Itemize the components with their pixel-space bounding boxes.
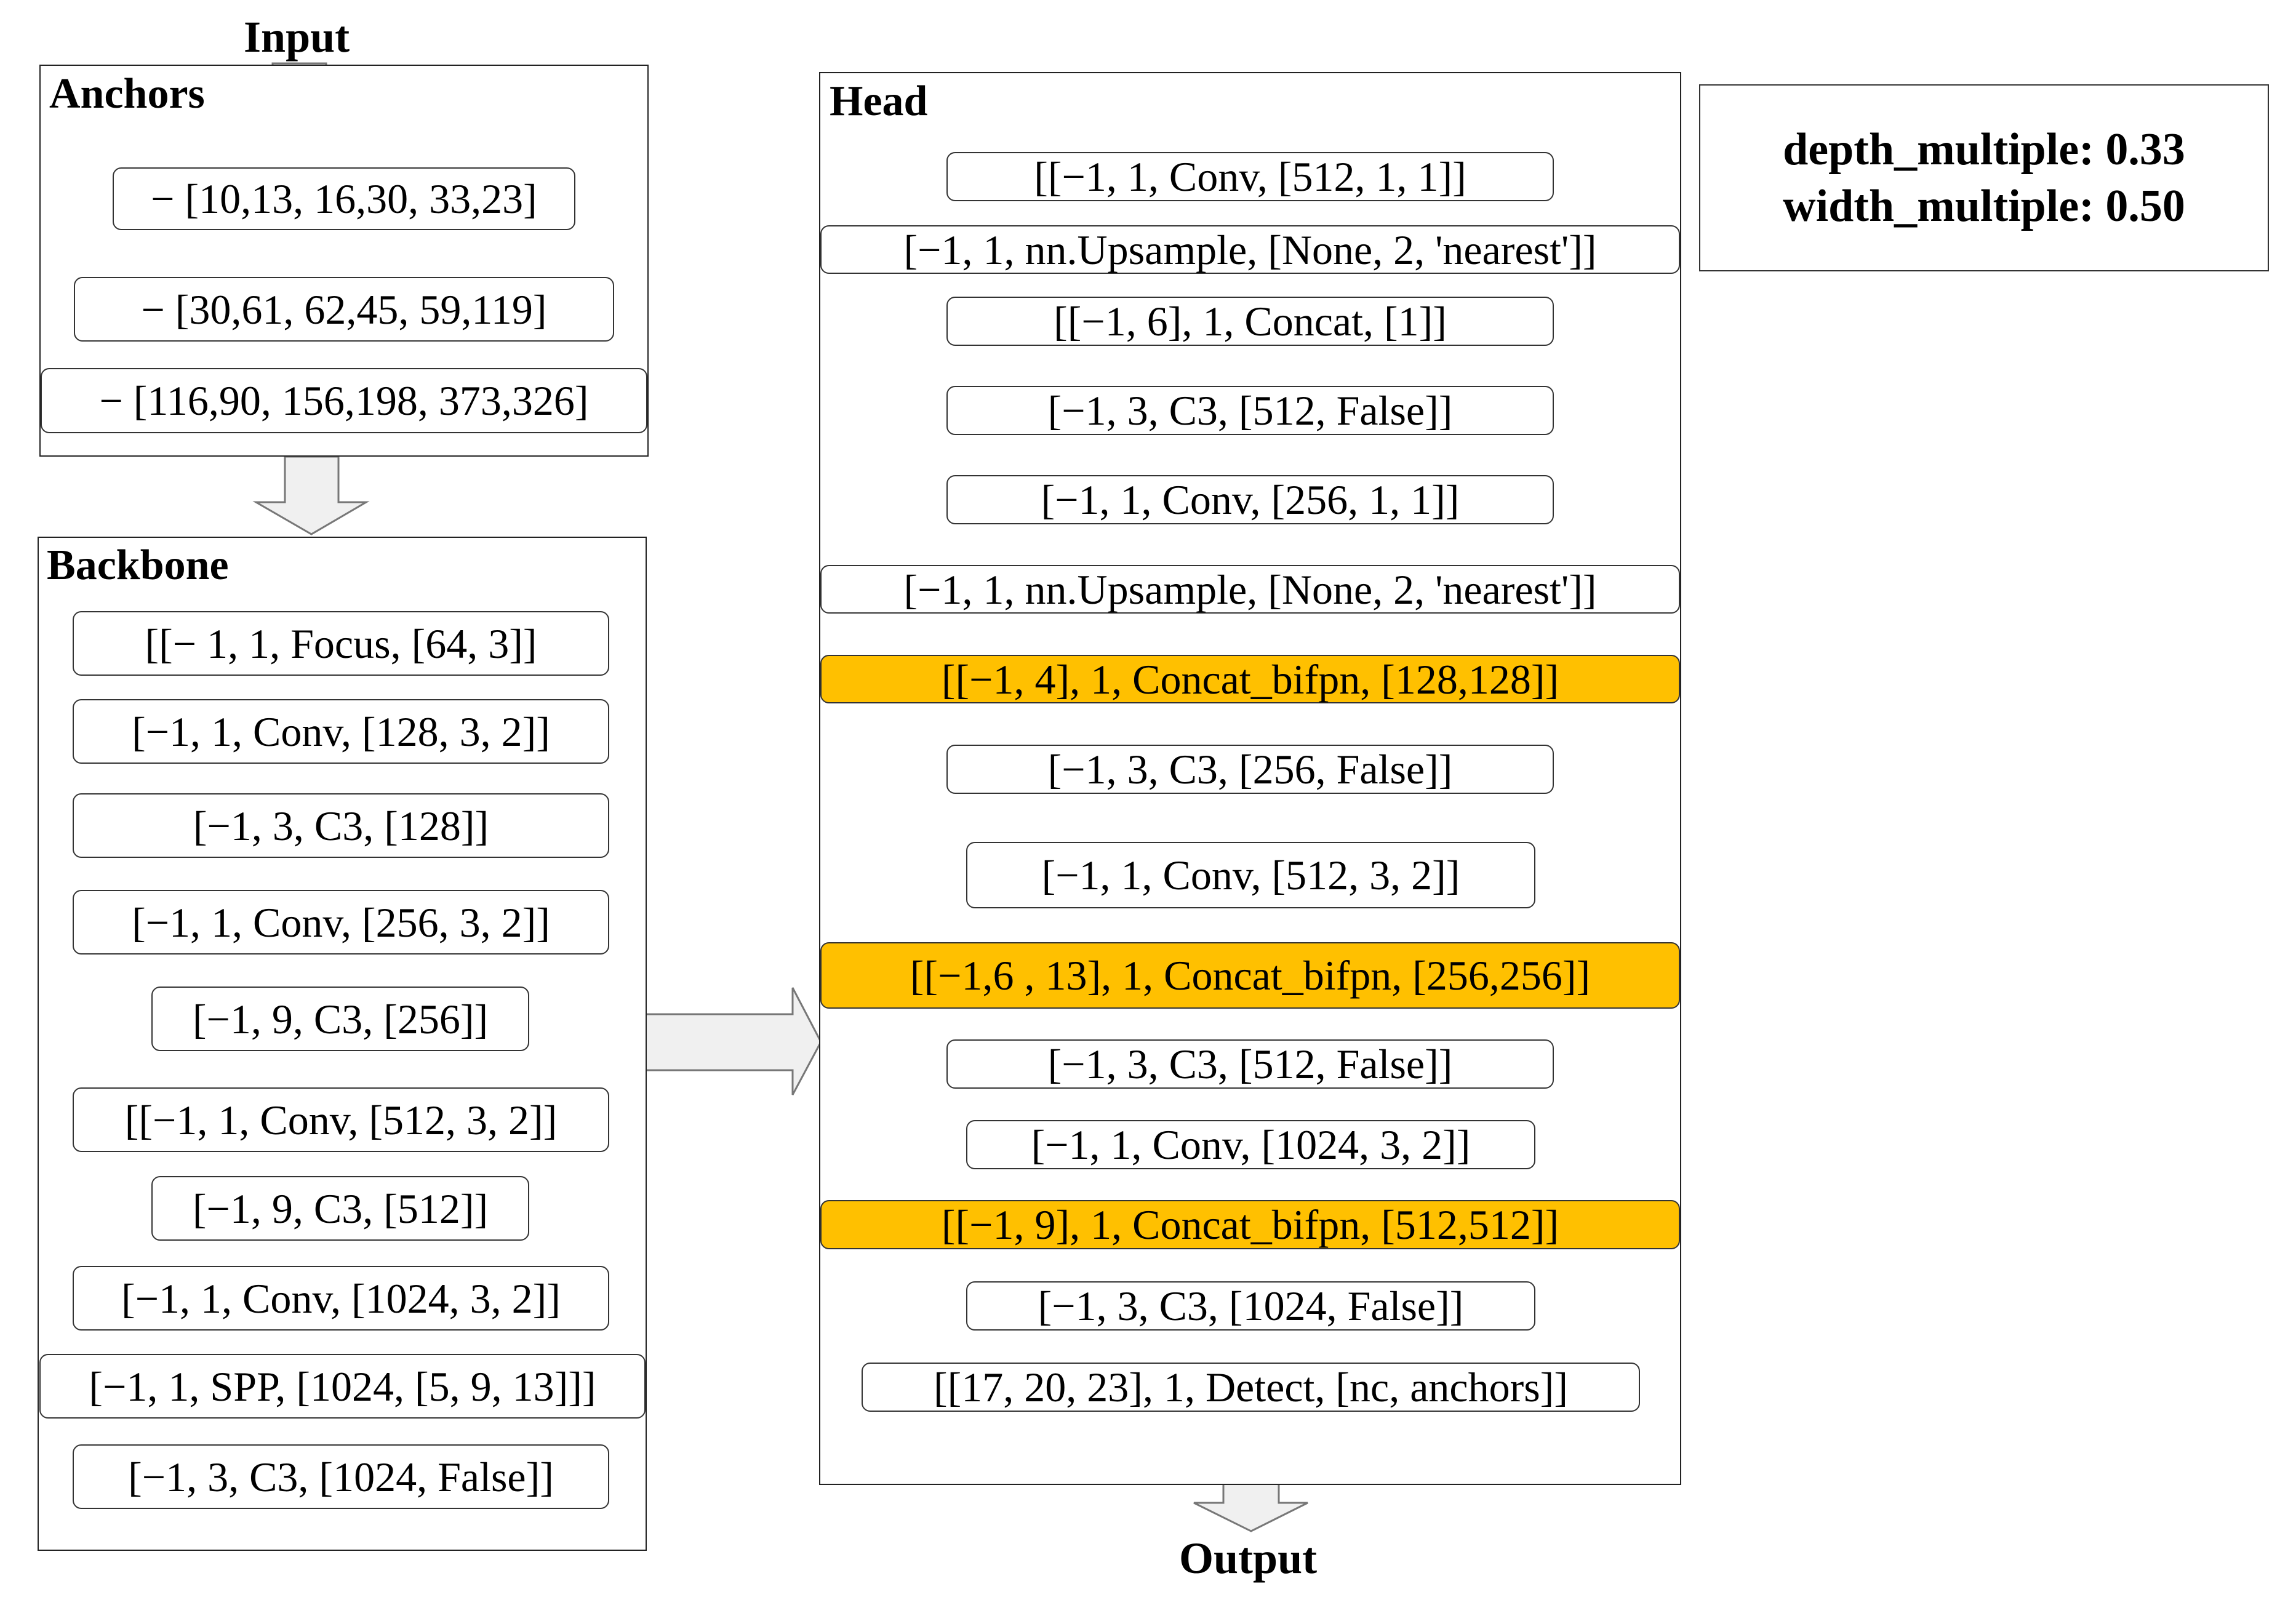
- head-layer-bifpn: [[−1, 9], 1, Concat_bifpn, [512,512]]: [820, 1200, 1680, 1249]
- backbone-layer: [−1, 3, C3, [128]]: [73, 793, 609, 858]
- anchor-item: − [10,13, 16,30, 33,23]: [113, 167, 575, 230]
- input-label: Input: [244, 12, 350, 62]
- head-layer: [−1, 1, Conv, [512, 3, 2]]: [966, 842, 1535, 908]
- head-layer: [−1, 3, C3, [512, False]]: [946, 1039, 1554, 1089]
- backbone-layer: [[− 1, 1, Focus, [64, 3]]: [73, 611, 609, 676]
- anchors-title: Anchors: [49, 70, 205, 118]
- backbone-layer: [−1, 3, C3, [1024, False]]: [73, 1444, 609, 1509]
- anchor-item: − [116,90, 156,198, 373,326]: [41, 368, 647, 433]
- backbone-layer: [−1, 1, Conv, [256, 3, 2]]: [73, 890, 609, 955]
- multipliers-box: depth_multiple: 0.33 width_multiple: 0.5…: [1699, 84, 2269, 271]
- depth-multiple: depth_multiple: 0.33: [1783, 124, 2185, 175]
- head-layer: [−1, 3, C3, [512, False]]: [946, 386, 1554, 435]
- head-layer: [[17, 20, 23], 1, Detect, [nc, anchors]]: [862, 1363, 1640, 1412]
- backbone-to-head-arrow: [642, 987, 822, 1095]
- head-layer-bifpn: [[−1, 4], 1, Concat_bifpn, [128,128]]: [820, 655, 1680, 703]
- backbone-layer: [−1, 1, Conv, [1024, 3, 2]]: [73, 1266, 609, 1331]
- width-multiple: width_multiple: 0.50: [1783, 181, 2185, 231]
- head-layer: [[−1, 6], 1, Concat, [1]]: [946, 297, 1554, 346]
- backbone-title: Backbone: [47, 542, 229, 589]
- head-layer: [−1, 3, C3, [1024, False]]: [966, 1281, 1535, 1331]
- backbone-layer: [−1, 1, Conv, [128, 3, 2]]: [73, 699, 609, 764]
- backbone-layer: [−1, 9, C3, [512]]: [151, 1176, 529, 1241]
- head-layer: [−1, 1, nn.Upsample, [None, 2, 'nearest'…: [820, 225, 1680, 274]
- anchors-to-backbone-arrow: [252, 455, 370, 535]
- head-layer: [−1, 1, Conv, [1024, 3, 2]]: [966, 1120, 1535, 1169]
- head-title: Head: [830, 78, 928, 125]
- head-layer: [[−1, 1, Conv, [512, 1, 1]]: [946, 152, 1554, 201]
- backbone-layer: [−1, 9, C3, [256]]: [151, 987, 529, 1051]
- head-layer: [−1, 1, nn.Upsample, [None, 2, 'nearest'…: [820, 565, 1680, 614]
- head-layer-bifpn: [[−1,6 , 13], 1, Concat_bifpn, [256,256]…: [820, 942, 1680, 1009]
- anchor-item: − [30,61, 62,45, 59,119]: [74, 277, 614, 342]
- head-layer: [−1, 1, Conv, [256, 1, 1]]: [946, 475, 1554, 524]
- backbone-layer: [−1, 1, SPP, [1024, [5, 9, 13]]]: [39, 1354, 646, 1419]
- backbone-layer: [[−1, 1, Conv, [512, 3, 2]]: [73, 1087, 609, 1152]
- output-label: Output: [1179, 1534, 1318, 1583]
- head-layer: [−1, 3, C3, [256, False]]: [946, 745, 1554, 794]
